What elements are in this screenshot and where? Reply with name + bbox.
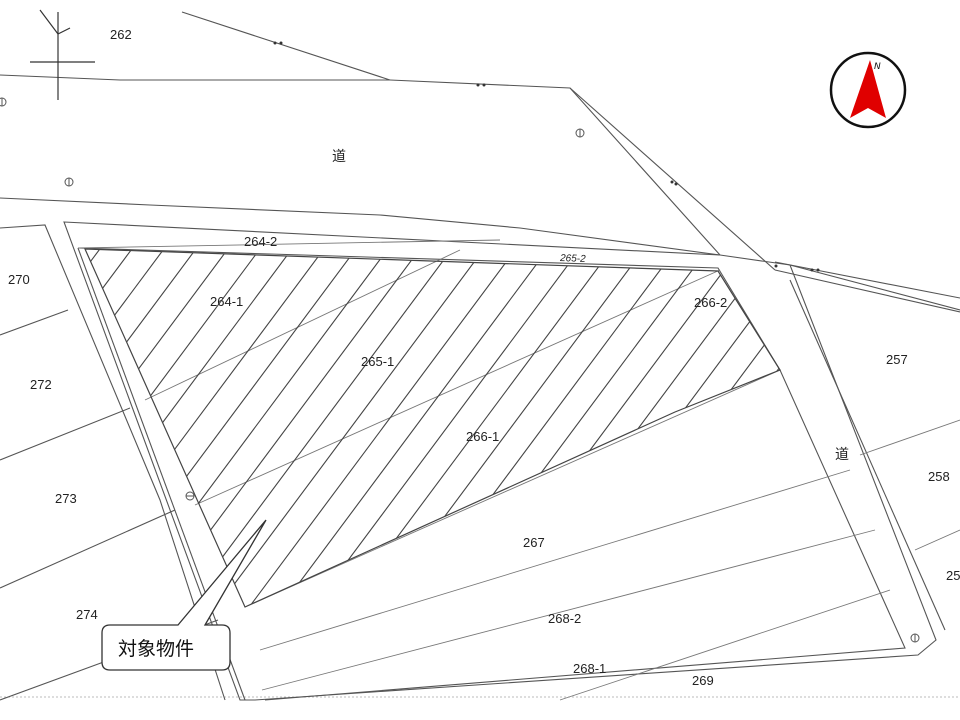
block-outer-boundary [63, 221, 937, 701]
parcel-label: 258 [928, 469, 950, 484]
hatch-line [371, 249, 723, 607]
parcel-label: 267 [523, 535, 545, 550]
divider-264-1 [144, 249, 461, 401]
road-right-top-inner [774, 269, 960, 313]
divider-267-268-2 [259, 469, 851, 651]
hatch-line [467, 249, 780, 607]
boundary-270-272 [0, 309, 69, 336]
hatch-line [147, 249, 499, 607]
road-right-inner-edge [789, 279, 946, 631]
road-right-top [774, 261, 960, 299]
hatch-line [0, 230, 50, 700]
parcel-label: 264-1 [210, 294, 243, 309]
hatch-line [85, 249, 179, 607]
callout-label: 対象物件 [118, 638, 194, 660]
divider-268-1-269 [559, 589, 891, 701]
hatch-line [85, 249, 435, 607]
hatch-line [243, 249, 595, 607]
road-label: 道 [332, 149, 346, 165]
hatch-line [755, 249, 780, 607]
hatch-line [339, 249, 691, 607]
north-arrow-icon: N [829, 51, 907, 129]
boundary-points [273, 41, 820, 272]
parcel-label: 274 [76, 607, 98, 622]
north-label: N [874, 62, 881, 72]
survey-marks [0, 97, 920, 643]
reference-cross [30, 9, 95, 100]
parcel-label: 270 [8, 272, 30, 287]
divider-264-2 [77, 239, 501, 249]
hatch-line [435, 249, 780, 607]
parcel-262-boundary [181, 11, 391, 81]
hatch-line [499, 249, 780, 607]
left-column-edge [0, 224, 226, 701]
target-callout: 対象物件 [101, 519, 267, 671]
hatch-line [85, 249, 403, 607]
hatch-line [85, 249, 243, 607]
road-label: 道 [835, 447, 849, 463]
parcel-label: 262 [110, 27, 132, 42]
hatch-line [307, 249, 659, 607]
divider-265-266 [194, 269, 721, 506]
hatch-line [179, 249, 531, 607]
road-upper-edge [0, 74, 721, 256]
divider-266-267 [244, 369, 781, 608]
parcel-label: 264-2 [244, 234, 277, 249]
parcel-label: 265-1 [361, 354, 394, 369]
boundary-258-25 [914, 529, 960, 551]
hatch-line [275, 249, 627, 607]
parcel-label: 273 [55, 491, 77, 506]
parcel-label: 266-2 [694, 295, 727, 310]
parcel-257-top [789, 264, 960, 311]
hatch-line [115, 249, 467, 607]
hatch-line [0, 230, 82, 700]
parcel-label: 268-2 [548, 611, 581, 626]
parcel-label: 269 [692, 673, 714, 688]
divider-268-2-268-1 [261, 529, 876, 691]
parcel-label: 257 [886, 352, 908, 367]
target-parcel-outline [84, 248, 781, 608]
parcel-label-small: 265-2 [559, 253, 586, 265]
boundary-272-273 [0, 407, 131, 461]
hatch-line [948, 230, 960, 700]
hatch-line [788, 230, 960, 700]
hatch-line [211, 249, 563, 607]
parcel-label: 266-1 [466, 429, 499, 444]
hatch-line [820, 230, 960, 700]
hatch-line [85, 249, 211, 607]
hatch-line [563, 249, 780, 607]
hatch-line [691, 249, 780, 607]
boundary-257-258 [859, 419, 960, 456]
hatch-line [85, 249, 371, 607]
road-lower-edge [0, 197, 721, 256]
parcel-label: 268-1 [573, 661, 606, 676]
boundary-273-274 [0, 509, 176, 589]
parcel-label: 272 [30, 377, 52, 392]
road-diagonal-edge [569, 87, 776, 271]
parcel-label: 25 [946, 568, 960, 583]
